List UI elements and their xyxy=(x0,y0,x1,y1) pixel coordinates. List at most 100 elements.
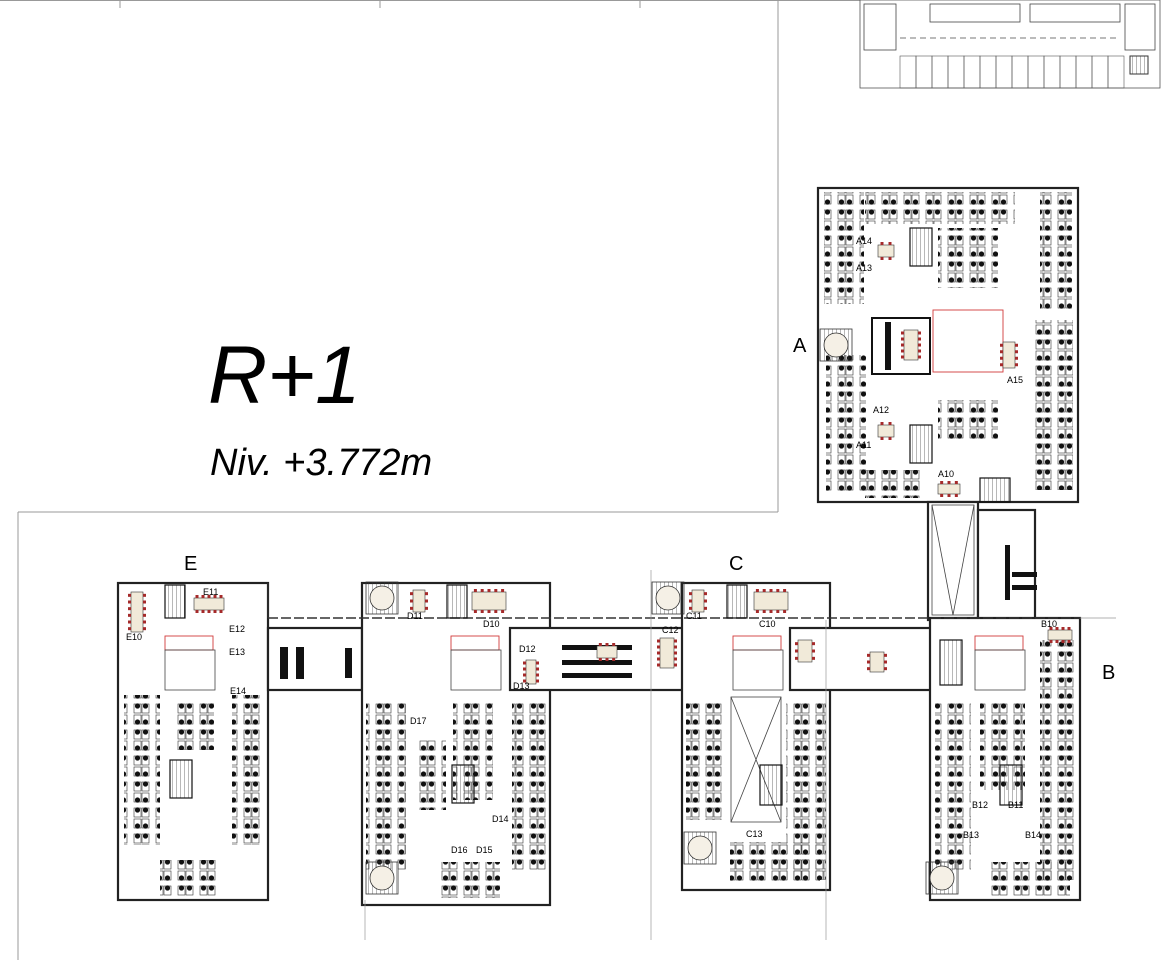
room-label-a12: A12 xyxy=(873,405,889,415)
stair-icon xyxy=(446,584,468,619)
desk-cluster xyxy=(440,862,500,898)
stair-icon xyxy=(979,477,1011,503)
chair xyxy=(884,667,887,671)
chair xyxy=(536,679,539,683)
chair xyxy=(657,639,660,643)
chair xyxy=(704,606,707,610)
chair xyxy=(940,481,944,484)
chair xyxy=(1015,363,1018,367)
chair xyxy=(213,610,217,613)
chair xyxy=(901,337,904,341)
chair xyxy=(918,349,921,353)
chair xyxy=(884,660,887,664)
spiral-stair-icon xyxy=(369,865,395,891)
chair xyxy=(612,658,616,661)
spiral-stair-icon xyxy=(655,585,681,611)
chair xyxy=(128,620,131,624)
chair xyxy=(1000,350,1003,354)
chair xyxy=(143,607,146,611)
chair xyxy=(128,607,131,611)
chair xyxy=(473,589,477,592)
chair xyxy=(884,653,887,657)
chair xyxy=(947,481,951,484)
desk-cluster xyxy=(824,192,864,304)
chair xyxy=(143,620,146,624)
chair xyxy=(755,589,759,592)
chair xyxy=(954,494,958,497)
meeting-table xyxy=(937,483,961,495)
chair xyxy=(769,610,773,613)
chair xyxy=(1049,627,1053,630)
desk-cluster xyxy=(232,695,264,845)
chair xyxy=(143,600,146,604)
room-label-a13: A13 xyxy=(856,263,872,273)
chair xyxy=(128,600,131,604)
chair xyxy=(213,595,217,598)
stair-icon xyxy=(164,584,186,619)
chair xyxy=(598,658,602,661)
chair xyxy=(812,656,815,660)
room-labels: A14 A13 A15 A12 A11 A10 B10 B11 B12 B13 … xyxy=(126,236,1057,855)
meeting-table xyxy=(471,591,507,611)
desk-cluster xyxy=(865,470,920,498)
meeting-table xyxy=(596,645,618,659)
level-title: R+1 xyxy=(208,330,361,421)
key-plan-thumbnail xyxy=(859,0,1161,89)
chair xyxy=(689,599,692,603)
chair xyxy=(1055,627,1059,630)
chair xyxy=(769,589,773,592)
room-label-d17: D17 xyxy=(410,716,427,726)
wing-label-c: C xyxy=(729,553,743,575)
stair-icon xyxy=(909,424,933,464)
room-label-d13: D13 xyxy=(513,681,530,691)
chair xyxy=(195,610,199,613)
room-label-e13: E13 xyxy=(229,647,245,657)
spiral-stair-icon xyxy=(823,332,849,358)
chair xyxy=(762,610,766,613)
chair xyxy=(901,349,904,353)
wing-label-a: A xyxy=(793,335,807,357)
chair xyxy=(762,589,766,592)
desk-cluster xyxy=(160,860,220,896)
chair xyxy=(1067,627,1071,630)
chair xyxy=(536,673,539,677)
chair xyxy=(776,610,780,613)
desk-cluster xyxy=(938,228,998,288)
meeting-table xyxy=(1047,629,1073,641)
chair xyxy=(880,242,884,245)
chair xyxy=(523,673,526,677)
chair xyxy=(918,355,921,359)
chair xyxy=(888,242,892,245)
chair xyxy=(1049,640,1053,643)
chair xyxy=(901,355,904,359)
chair xyxy=(755,610,759,613)
chair xyxy=(523,667,526,671)
chair xyxy=(657,657,660,661)
chair xyxy=(880,257,884,260)
chair xyxy=(783,610,787,613)
chair xyxy=(812,642,815,646)
chair xyxy=(880,422,884,425)
chair xyxy=(657,663,660,667)
grid-axes xyxy=(364,570,1116,940)
chair xyxy=(795,649,798,653)
desk-cluster xyxy=(1040,640,1076,880)
chair xyxy=(689,606,692,610)
room-label-d11: D11 xyxy=(407,611,423,621)
room-label-a10: A10 xyxy=(938,469,954,479)
room-label-d16: D16 xyxy=(451,845,468,855)
chair xyxy=(1015,350,1018,354)
chair xyxy=(425,606,428,610)
chair xyxy=(605,658,609,661)
room-label-e10: E10 xyxy=(126,632,142,642)
link-d-c xyxy=(508,626,687,692)
chair xyxy=(795,642,798,646)
chair xyxy=(487,610,491,613)
chair xyxy=(1061,627,1065,630)
thumb-cell xyxy=(1107,55,1125,89)
chair xyxy=(918,331,921,335)
desk-cluster xyxy=(826,355,866,495)
stair-icon xyxy=(999,764,1023,806)
chair xyxy=(795,656,798,660)
chair xyxy=(473,610,477,613)
